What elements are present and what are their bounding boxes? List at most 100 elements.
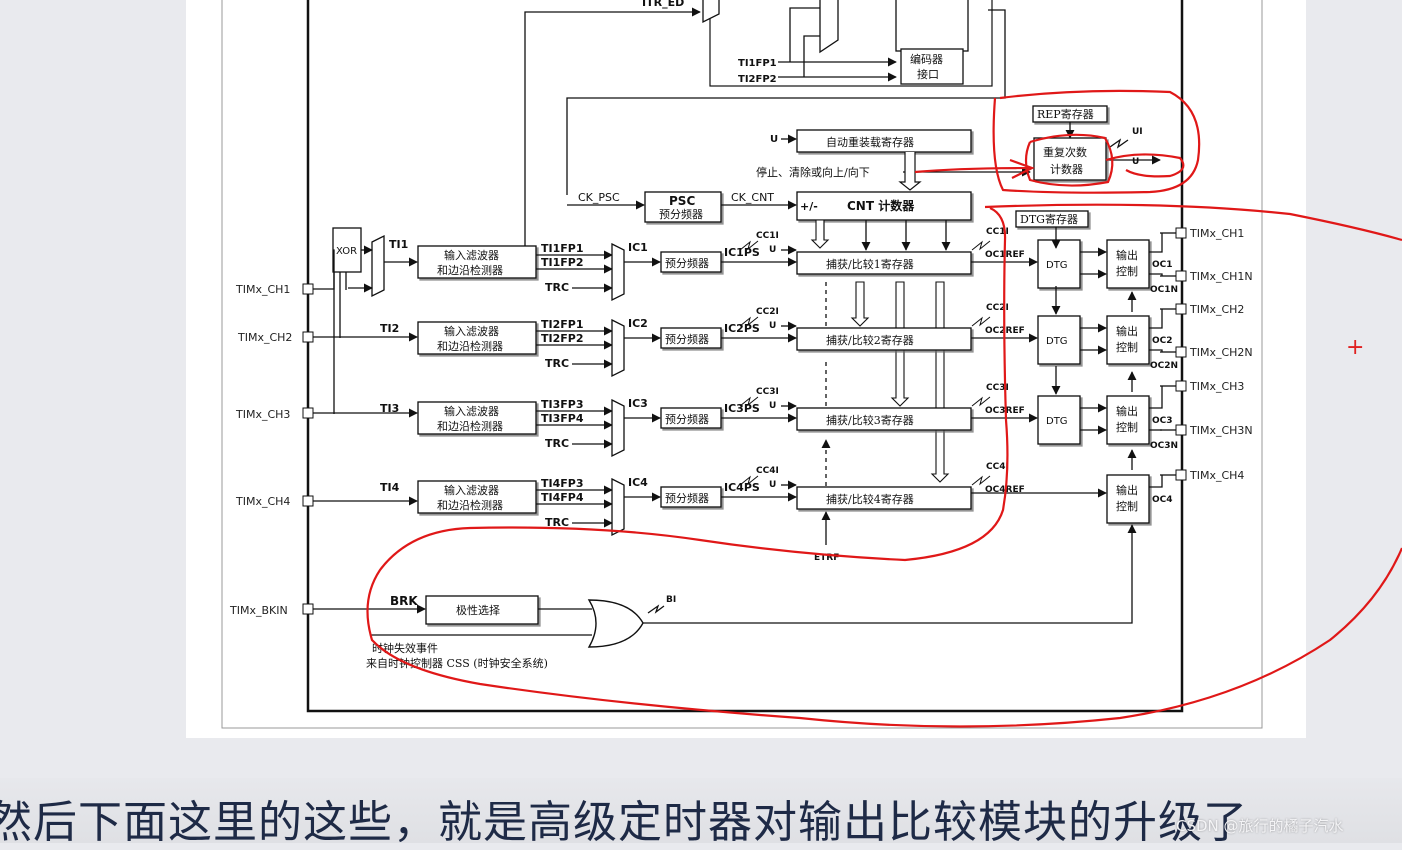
output-control	[1107, 316, 1149, 364]
prescaler-label: 预分频器	[665, 491, 709, 505]
u-label: U	[769, 321, 776, 331]
dtg-label: DTG	[1046, 416, 1068, 427]
output-control	[1107, 396, 1149, 444]
output-control-label-1: 输出	[1116, 324, 1138, 338]
wire	[1149, 233, 1162, 252]
u-label: U	[769, 401, 776, 411]
dtg-register-label: DTG寄存器	[1020, 212, 1078, 226]
rep-register-label: REP寄存器	[1037, 107, 1094, 121]
watermark: CSDN @旅行的橘子汽水	[1176, 815, 1344, 836]
event-arrow	[972, 476, 990, 485]
event-arrow	[972, 397, 990, 406]
ccr-label: 捕获/比较3寄存器	[826, 413, 914, 427]
ti-label: TI4	[380, 481, 400, 494]
output-pin	[1176, 381, 1186, 391]
encoder-label-2: 接口	[917, 68, 939, 81]
trc-label: TRC	[545, 437, 569, 450]
prescaler-label: 预分频器	[665, 332, 709, 346]
fp-b-label: TI4FP4	[541, 491, 584, 504]
output-control-label-1: 输出	[1116, 483, 1138, 497]
counter-control-label: 停止、清除或向上/向下	[756, 165, 870, 179]
output-control-label-2: 控制	[1116, 499, 1138, 513]
dtg-label: DTG	[1046, 336, 1068, 347]
filter-label-1: 输入滤波器	[444, 248, 499, 262]
wire	[1149, 386, 1162, 408]
pin-ch3: TIMx_CH3	[235, 408, 290, 421]
ocn-label: OC2N	[1150, 361, 1178, 371]
output-pin	[1176, 304, 1186, 314]
output-pin	[1176, 347, 1186, 357]
trc-label: TRC	[545, 357, 569, 370]
css-label: 来自时钟控制器 CSS (时钟安全系统)	[366, 656, 548, 670]
output-pin	[1176, 425, 1186, 435]
rep-u-label: U	[1132, 157, 1139, 167]
oc-label: OC2	[1152, 336, 1173, 346]
bi-label: BI	[666, 595, 676, 605]
output-pin	[1176, 228, 1186, 238]
trc-label: TRC	[545, 281, 569, 294]
cc-out-label: CC2I	[986, 303, 1009, 313]
event-arrow	[972, 317, 990, 326]
fp-a-label: TI2FP1	[541, 318, 583, 331]
fp-a-label: TI3FP3	[541, 398, 583, 411]
ccr-label: 捕获/比较4寄存器	[826, 492, 914, 506]
ti2fp2-label: TI2FP2	[738, 74, 777, 85]
ic-mux	[612, 400, 624, 456]
u-label: U	[769, 480, 776, 490]
output-pin-label: TIMx_CH3	[1189, 380, 1244, 393]
ic-mux	[612, 320, 624, 376]
ic-label: IC3	[628, 397, 648, 410]
rep-counter-label-2: 计数器	[1050, 163, 1083, 176]
ck-cnt-label: CK_CNT	[731, 191, 774, 204]
output-control-label-2: 控制	[1116, 264, 1138, 278]
output-control	[1107, 475, 1149, 523]
output-pin	[1176, 271, 1186, 281]
cc-out-label: CC4I	[986, 462, 1009, 472]
cci-label: CC2I	[756, 307, 779, 317]
oc-label: OC4	[1152, 495, 1173, 505]
cci-label: CC4I	[756, 466, 779, 476]
output-pin-label: TIMx_CH1	[1189, 227, 1244, 240]
ti-label: TI3	[380, 402, 399, 415]
ic-mux	[612, 244, 624, 300]
output-pin-label: TIMx_CH1N	[1189, 270, 1253, 283]
wire	[1149, 309, 1162, 328]
fp-a-label: TI1FP1	[541, 242, 583, 255]
top-mux	[703, 0, 719, 22]
fp-b-label: TI1FP2	[541, 256, 583, 269]
filter-label-2: 和边沿检测器	[437, 263, 503, 277]
psc-subtitle: 预分频器	[659, 207, 703, 221]
filter-label-2: 和边沿检测器	[437, 419, 503, 433]
ti1-mux	[372, 236, 384, 296]
output-control-label-2: 控制	[1116, 340, 1138, 354]
output-pin	[1176, 470, 1186, 480]
oc-label: OC3	[1152, 416, 1173, 426]
cnt-label: CNT 计数器	[847, 198, 915, 213]
prescaler-label: 预分频器	[665, 256, 709, 270]
arr-label: 自动重装载寄存器	[826, 135, 914, 149]
wire	[1149, 475, 1162, 487]
ocn-label: OC3N	[1150, 441, 1178, 451]
ti-label: TI2	[380, 322, 399, 335]
output-control-label-2: 控制	[1116, 420, 1138, 434]
encoder-label-1: 编码器	[910, 52, 943, 66]
fp-b-label: TI3FP4	[541, 412, 584, 425]
top-right-mux	[820, 0, 838, 52]
output-pin-label: TIMx_CH3N	[1189, 424, 1253, 437]
output-pin-label: TIMx_CH2	[1189, 303, 1244, 316]
cursor-crosshair-icon: +	[1346, 335, 1364, 360]
channels: TI1输入滤波器和边沿检测器TI1FP1TI1FP2TRCIC1预分频器IC1P…	[380, 227, 1253, 535]
oc-label: OC1	[1152, 260, 1173, 270]
output-control-label-1: 输出	[1116, 404, 1138, 418]
fp-b-label: TI2FP2	[541, 332, 583, 345]
ccr-label: 捕获/比较2寄存器	[826, 333, 914, 347]
cnt-sign: +/-	[800, 200, 818, 213]
dtg-label: DTG	[1046, 260, 1068, 271]
xor-label: XOR	[336, 246, 357, 257]
cci-label: CC3I	[756, 387, 779, 397]
itr-label: ITR_ED	[642, 0, 684, 9]
or-gate	[589, 600, 643, 647]
top-block	[896, 0, 968, 51]
output-pin-label: TIMx_CH2N	[1189, 346, 1253, 359]
arr-u-label: U	[770, 134, 778, 145]
